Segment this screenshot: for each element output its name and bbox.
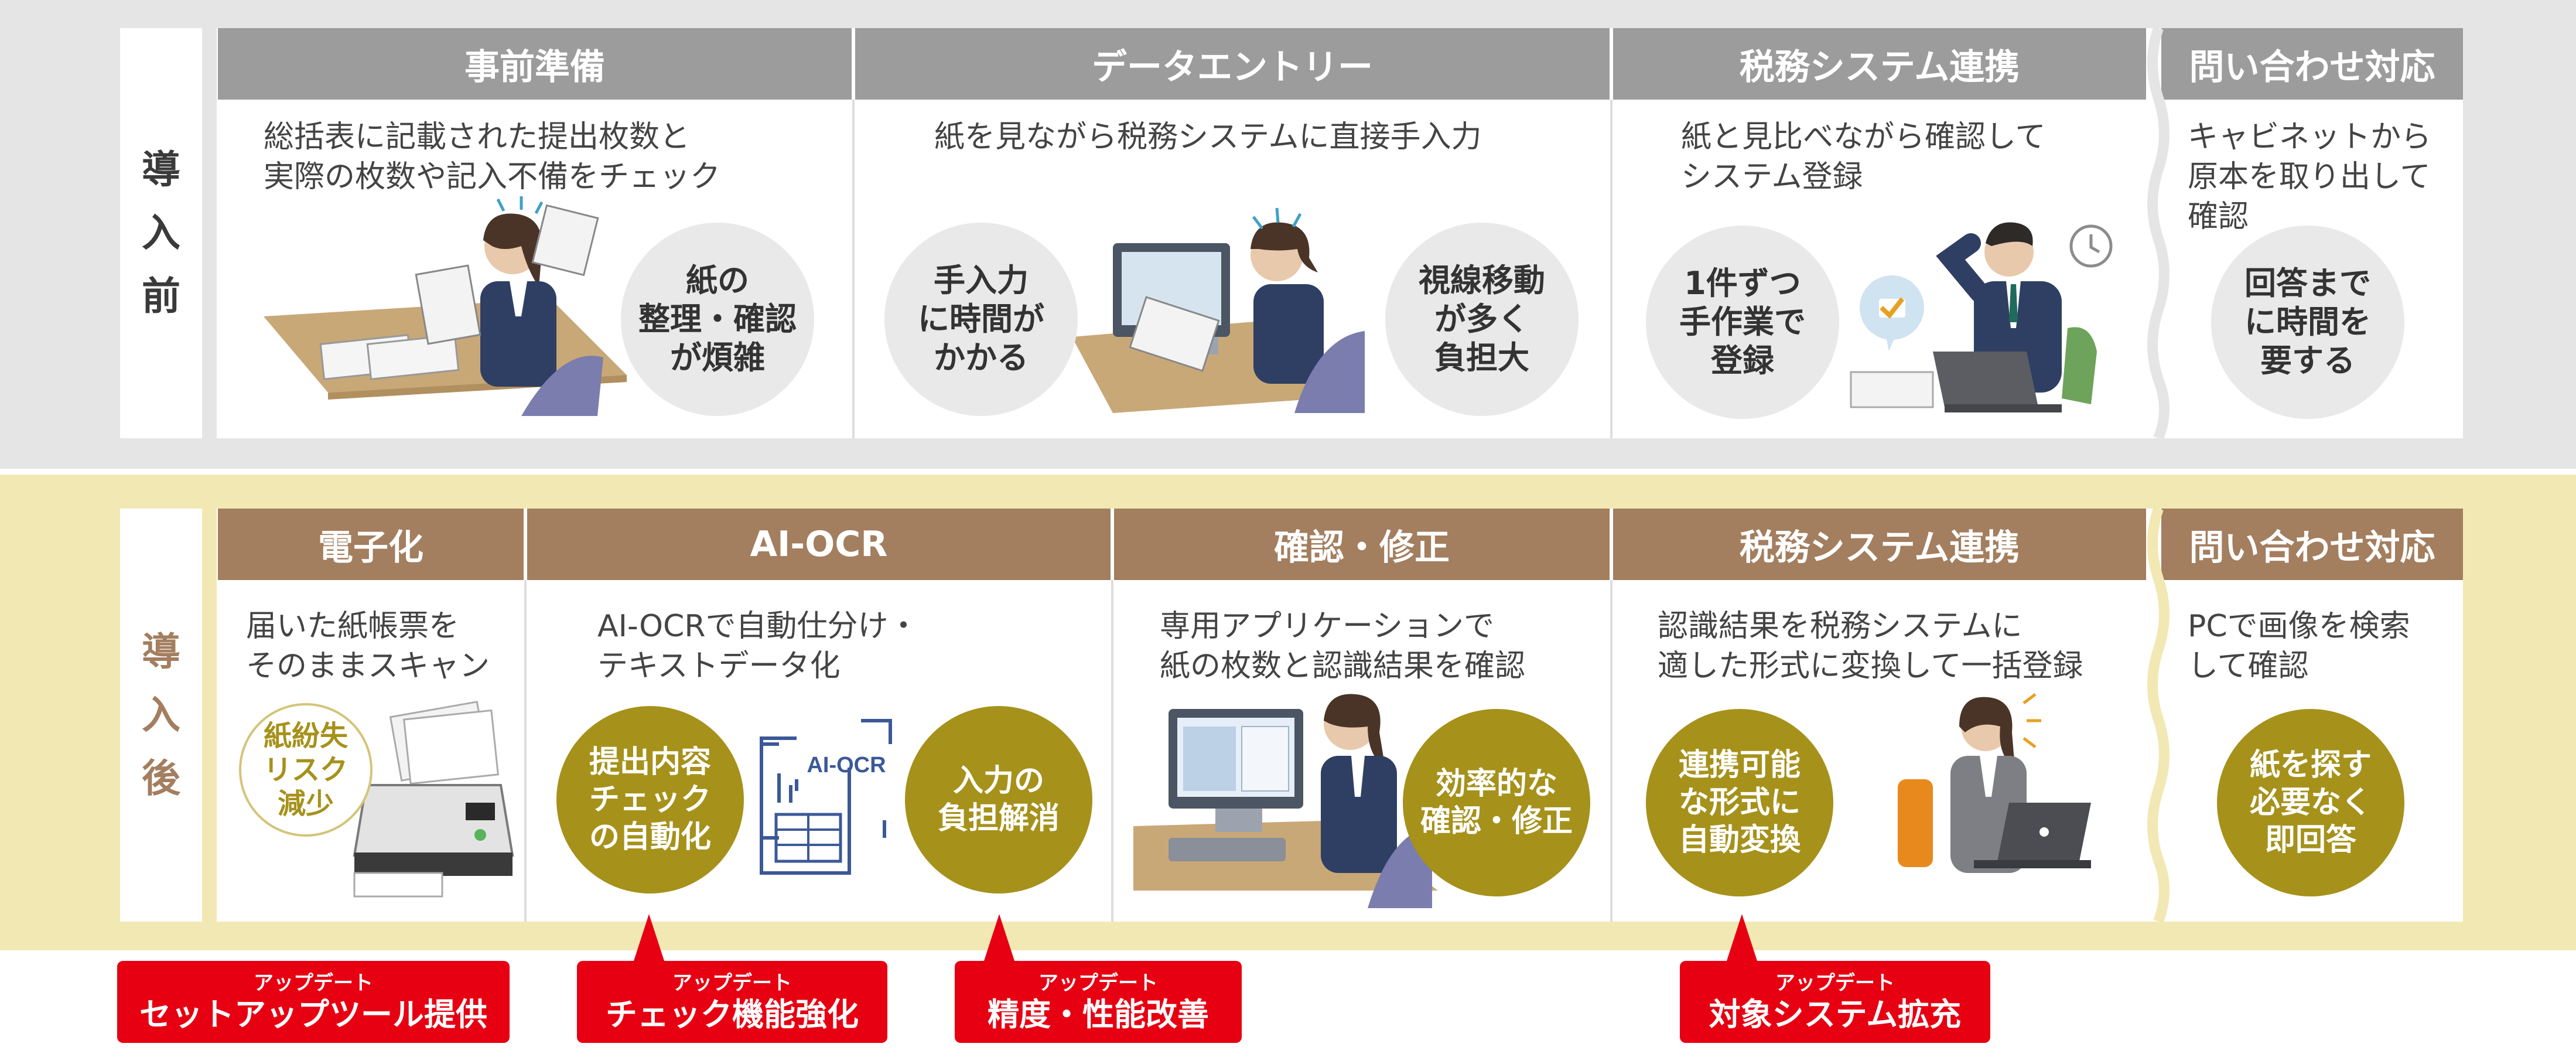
divider xyxy=(1111,580,1113,922)
wavy-divider xyxy=(2147,26,2170,441)
header-inquiry: 問い合わせ対応 xyxy=(2161,28,2463,100)
update-badge-title: チェック機能強化 xyxy=(606,996,859,1033)
woman-checking-papers-illustration xyxy=(264,196,627,416)
update-badge-accuracy-improvement: アップデート 精度・性能改善 xyxy=(955,961,1242,1043)
desc-tax-system-link: 紙と見比べながら確認して システム登録 xyxy=(1681,120,2046,195)
divider xyxy=(524,580,527,922)
circle-one-by-one-manual: 1件ずつ 手作業で 登録 xyxy=(1646,226,1839,419)
circle-answer-takes-time: 回答まで に時間を 要する xyxy=(2211,226,2404,419)
circle-auto-format-convert: 連携可能 な形式に 自動変換 xyxy=(1646,709,1833,896)
woman-with-laptop-illustration xyxy=(1898,693,2091,873)
side-char: 導 xyxy=(142,629,180,674)
header-pre-preparation: 事前準備 xyxy=(218,28,852,100)
ai-ocr-icon-label: AI-OCR xyxy=(807,753,886,777)
update-badge-target-system-expansion: アップデート 対象システム拡充 xyxy=(1680,961,1990,1043)
after-side-label: 導 入 後 xyxy=(120,509,202,922)
side-char: 導 xyxy=(142,147,180,192)
header-tax-system-link-after: 税務システム連携 xyxy=(1613,509,2146,580)
circle-instant-answer: 紙を探す 必要なく 即回答 xyxy=(2217,709,2404,896)
update-badge-tag: アップデート xyxy=(1038,971,1158,995)
header-tax-system-link: 税務システム連携 xyxy=(1613,28,2146,100)
update-badge-title: 精度・性能改善 xyxy=(988,996,1209,1033)
circle-auto-content-check: 提出内容 チェック の自動化 xyxy=(556,706,744,894)
woman-typing-illustration xyxy=(1072,207,1365,413)
wavy-divider xyxy=(2147,507,2170,924)
header-data-entry: データエントリー xyxy=(855,28,1610,100)
desc-check-correct: 専用アプリケーションで 紙の枚数と認識結果を確認 xyxy=(1160,609,1526,684)
update-badge-check-enhancement: アップデート チェック機能強化 xyxy=(577,961,887,1043)
update-badge-tag: アップデート xyxy=(254,971,373,995)
side-gap xyxy=(202,509,217,922)
pointer-triangle xyxy=(1727,914,1757,961)
before-side-label: 導 入 前 xyxy=(120,28,202,438)
desc-ai-ocr: AI-OCRで自動仕分け・ テキストデータ化 xyxy=(597,609,919,684)
side-char: 入 xyxy=(142,210,180,255)
side-char: 後 xyxy=(142,755,180,801)
circle-paper-sorting-complex: 紙の 整理・確認 が煩雑 xyxy=(621,223,814,416)
circle-input-burden-removed: 入力の 負担解消 xyxy=(905,706,1092,894)
update-badge-tag: アップデート xyxy=(672,971,792,995)
circle-manual-input-slow: 手入力 に時間が かかる xyxy=(884,223,1078,416)
divider xyxy=(852,100,855,438)
header-inquiry-after: 問い合わせ対応 xyxy=(2161,509,2463,580)
scanner-illustration xyxy=(353,701,514,898)
man-with-laptop-illustration xyxy=(1850,222,2113,412)
ai-ocr-document-icon xyxy=(760,719,892,875)
desc-digitization: 届いた紙帳票を そのままスキャン xyxy=(246,609,490,684)
pointer-triangle xyxy=(984,914,1014,961)
side-gap xyxy=(202,28,217,438)
circle-efficient-check: 効率的な 確認・修正 xyxy=(1403,709,1590,896)
header-ai-ocr: AI-OCR xyxy=(527,509,1111,580)
divider xyxy=(1610,580,1612,922)
divider xyxy=(1610,100,1612,438)
circle-reduced-loss-risk: 紙紛失 リスク 減少 xyxy=(239,703,373,837)
side-char: 前 xyxy=(142,274,180,319)
update-badge-setup-tool: アップデート セットアップツール提供 xyxy=(117,961,510,1043)
update-badge-title: セットアップツール提供 xyxy=(139,996,487,1033)
side-char: 入 xyxy=(142,692,180,738)
update-badge-tag: アップデート xyxy=(1775,971,1895,995)
woman-at-computer-illustration xyxy=(1133,694,1438,908)
header-digitization: 電子化 xyxy=(218,509,524,580)
pointer-triangle xyxy=(634,914,664,961)
header-check-correct: 確認・修正 xyxy=(1114,509,1610,580)
desc-pre-preparation: 総括表に記載された提出枚数と 実際の枚数や記入不備をチェック xyxy=(264,120,721,195)
desc-inquiry-after: PCで画像を検索 して確認 xyxy=(2188,609,2410,684)
update-badge-title: 対象システム拡充 xyxy=(1709,996,1962,1033)
circle-eye-movement-burden: 視線移動 が多く 負担大 xyxy=(1385,223,1579,416)
desc-inquiry: キャビネットから 原本を取り出して 確認 xyxy=(2188,120,2432,234)
desc-tax-system-link-after: 認識結果を税務システムに 適した形式に変換して一括登録 xyxy=(1658,609,2083,684)
desc-data-entry: 紙を見ながら税務システムに直接手入力 xyxy=(934,120,1482,155)
